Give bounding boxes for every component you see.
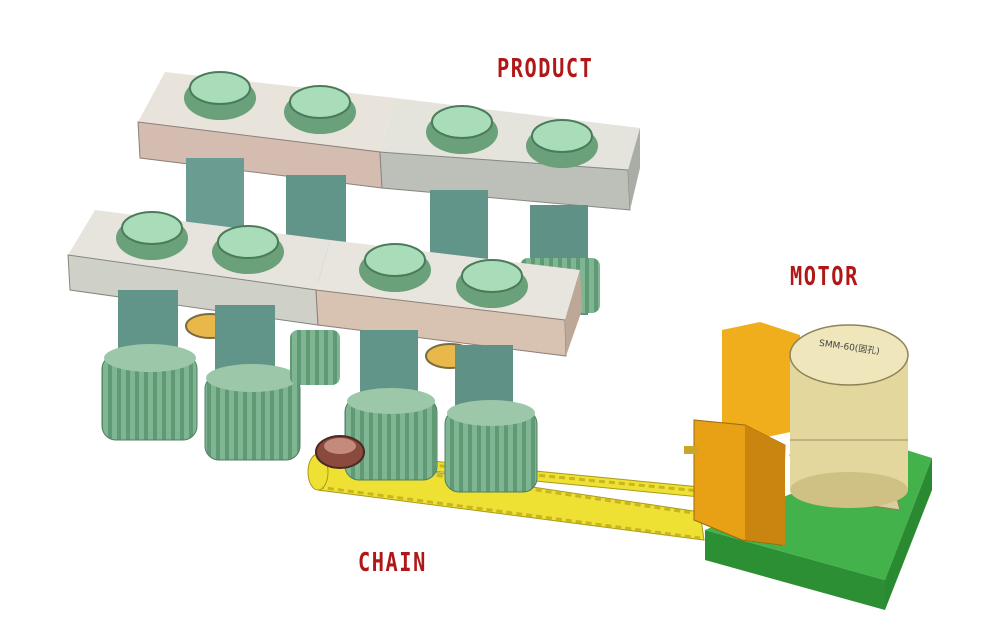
motor-label: MOTOR xyxy=(790,262,859,292)
product-label: PRODUCT xyxy=(497,54,594,84)
chain-label: CHAIN xyxy=(358,548,427,578)
product-holder-front-icon xyxy=(116,211,528,308)
sprocket-icon xyxy=(315,435,365,469)
motor-assembly: SMM-60(固孔) xyxy=(684,322,932,610)
gear-icon xyxy=(101,330,538,493)
product-holder-icon xyxy=(184,71,598,168)
